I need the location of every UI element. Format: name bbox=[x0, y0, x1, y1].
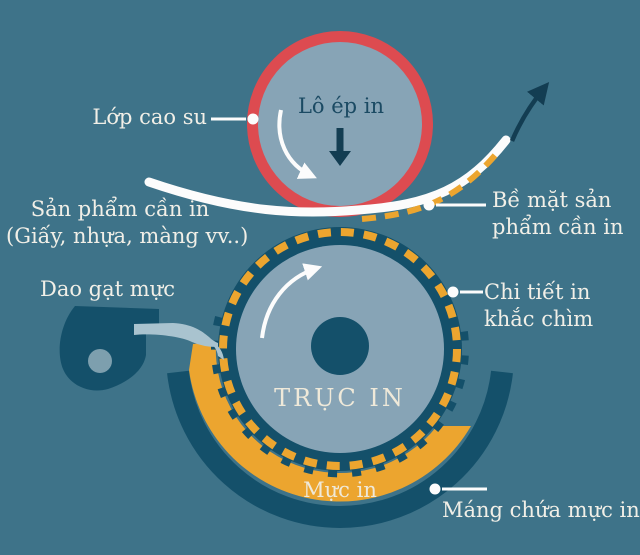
rubber-layer-label: Lớp cao su bbox=[92, 105, 207, 129]
substrate-label-line1: Sản phẩm cần in bbox=[30, 197, 210, 221]
callout-dot-rubber-layer bbox=[247, 113, 259, 125]
cylinder-teeth bbox=[211, 316, 469, 478]
ink-tray-label: Máng chứa mực in bbox=[442, 498, 640, 522]
roller-rotation-arrow-icon bbox=[277, 109, 317, 179]
substrate-web bbox=[144, 135, 511, 217]
printed-surface-label-line1: Bề mặt sản bbox=[492, 188, 612, 212]
callout-dot-engraved-detail bbox=[447, 286, 459, 298]
engraved-detail-label-line1: Chi tiết in bbox=[484, 280, 591, 304]
ink-label: Mực in bbox=[303, 478, 377, 502]
substrate-label-line2: (Giấy, nhựa, màng vv..) bbox=[6, 224, 249, 248]
ink-tray-arc bbox=[167, 370, 513, 528]
doctor-blade-label: Dao gạt mực bbox=[40, 277, 175, 301]
cylinder-rotation-arrow-icon bbox=[260, 263, 323, 339]
engraved-detail-label: Chi tiết in khắc chìm bbox=[484, 279, 593, 333]
printed-surface-label: Bề mặt sản phẩm cần in bbox=[492, 187, 624, 241]
substrate-label: Sản phẩm cần in (Giấy, nhựa, màng vv..) bbox=[6, 196, 249, 250]
web-direction-arrow-icon bbox=[509, 81, 550, 142]
doctor-blade bbox=[134, 323, 218, 347]
printed-surface-label-line2: phẩm cần in bbox=[492, 215, 624, 239]
engraved-cells-ring bbox=[219, 228, 461, 470]
blade-holder-hole bbox=[88, 349, 112, 373]
printed-ink-dashes bbox=[361, 151, 500, 222]
pressure-down-arrow-icon bbox=[329, 128, 351, 166]
ink-drip bbox=[210, 342, 224, 360]
callout-dot-printed-surface bbox=[423, 199, 435, 211]
cylinder-axle bbox=[311, 317, 369, 375]
callout-dot-ink-tray bbox=[429, 483, 441, 495]
printing-cylinder-label: TRỤC IN bbox=[274, 384, 406, 412]
impression-roller-label: Lô ép in bbox=[297, 94, 385, 118]
engraved-detail-label-line2: khắc chìm bbox=[484, 307, 594, 331]
